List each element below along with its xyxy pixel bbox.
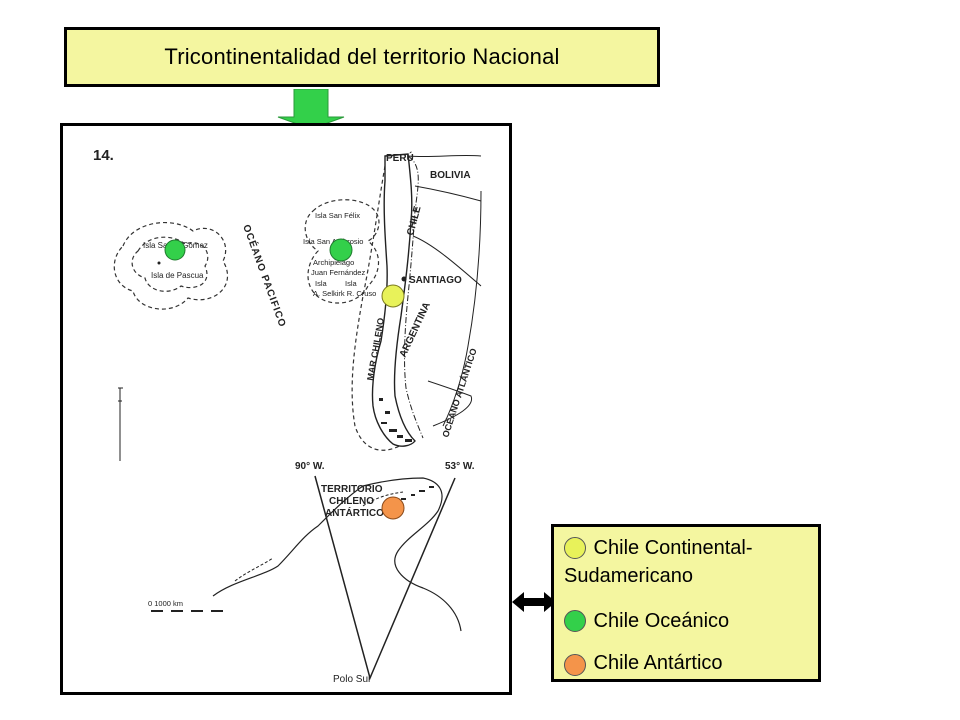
legend-continental-line1: Chile Continental-	[588, 537, 753, 559]
chileno-label: CHILENO	[329, 496, 374, 507]
scale-label: 0 1000 km	[148, 599, 183, 608]
oceano-pacifico-label: OCÉANO PACIFICO	[240, 223, 289, 330]
legend-oceanic-text: Chile Oceánico	[588, 610, 730, 632]
polo-sur-label: Polo Sur	[333, 674, 372, 685]
legend-continental-line2: Sudamericano	[564, 565, 693, 587]
figure-number: 14.	[93, 147, 114, 164]
isla-left-label: Isla	[315, 279, 328, 288]
oceano-atlantico-label: OCÉANO ATLÁNTICO	[440, 347, 478, 439]
selkirk-crusoe-label: A. Selkirk R. Cruso	[313, 289, 376, 298]
antarctic-sector-lines	[314, 475, 456, 681]
bolivia-label: BOLIVIA	[430, 170, 471, 181]
fjords-detail	[379, 398, 412, 442]
title-box: Tricontinentalidad del territorio Nacion…	[64, 27, 660, 87]
oceanic-marker-juan-fernandez	[329, 238, 353, 262]
santiago-label: SANTIAGO	[409, 275, 462, 286]
isla-san-felix-label: Isla San Félix	[315, 211, 360, 220]
page-title: Tricontinentalidad del territorio Nacion…	[164, 44, 560, 69]
legend-box: Chile Continental- Sudamericano Chile Oc…	[551, 524, 821, 682]
juan-fernandez-zone	[304, 199, 380, 304]
continental-legend-dot	[564, 537, 586, 559]
antarctic-coast	[212, 477, 462, 632]
oceanic-marker-easter	[164, 239, 186, 261]
isla-right-label: Isla	[345, 279, 358, 288]
antarctic-legend-dot	[564, 654, 586, 676]
oceanic-legend-dot	[564, 610, 586, 632]
margin-marks	[118, 387, 123, 461]
lon-90-label: 90° W.	[295, 461, 325, 472]
argentina-label: ARGENTINA	[398, 301, 433, 360]
easter-island-zone	[113, 222, 229, 310]
antartico-label: ANTÁRTICO	[325, 506, 384, 519]
archipielago-label: Archipiélago	[313, 258, 354, 267]
double-arrow-icon	[512, 592, 556, 612]
legend-item-oceanic: Chile Oceánico	[588, 609, 730, 633]
antarctic-marker	[381, 496, 405, 520]
map-figure: 14. Isla Sala y Gómez Isla de Pascua OCÉ…	[60, 123, 512, 695]
juan-fernandez-label: Juan Fernández	[311, 268, 365, 277]
mar-chileno-boundary	[351, 165, 404, 451]
legend-item-continental: Chile Continental-	[588, 536, 753, 560]
legend-item-antarctic: Chile Antártico	[588, 651, 723, 675]
isla-de-pascua-label: Isla de Pascua	[151, 271, 204, 280]
legend-antarctic-text: Chile Antártico	[588, 652, 723, 674]
peru-label: PERÚ	[386, 151, 414, 164]
continental-marker	[381, 284, 405, 308]
territorio-label: TERRITORIO	[321, 484, 383, 495]
map-svg: 14. Isla Sala y Gómez Isla de Pascua OCÉ…	[93, 147, 482, 685]
lon-53-label: 53° W.	[445, 461, 475, 472]
legend-item-continental-2: Sudamericano	[564, 564, 693, 588]
isla-san-ambrosio-label: Isla San Ambrosio	[303, 237, 363, 246]
